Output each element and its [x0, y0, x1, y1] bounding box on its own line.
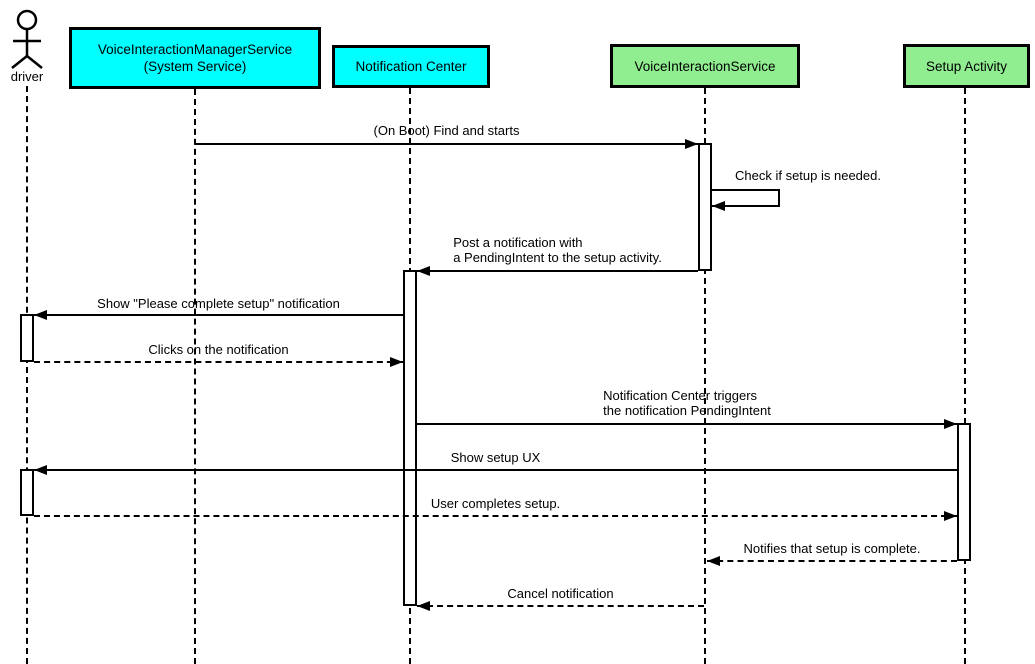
message-2-self-line — [712, 189, 780, 207]
arrowhead-left-icon — [34, 465, 47, 475]
message-1-line — [195, 143, 698, 145]
participant-voiceinteractionservice: VoiceInteractionService — [610, 44, 800, 88]
actor-icon — [11, 9, 43, 69]
activation-voiceinteractionservice — [698, 143, 712, 271]
message-5-label: Clicks on the notification — [148, 342, 289, 357]
lifeline-driver — [26, 86, 28, 664]
actor-driver-label: driver — [10, 69, 44, 84]
participant-label: Setup Activity — [925, 58, 1008, 74]
message-8-label: User completes setup. — [430, 496, 561, 511]
message-6-line — [417, 423, 957, 425]
participant-label: Notification Center — [355, 59, 467, 74]
arrowhead-left-icon — [34, 310, 47, 320]
lifeline-voiceinteractionmanagerservice — [194, 89, 196, 664]
participant-voiceinteractionmanagerservice: VoiceInteractionManagerService (System S… — [69, 27, 321, 89]
participant-label: VoiceInteractionService — [634, 58, 776, 74]
participant-sublabel: (System Service) — [143, 59, 247, 74]
activation-setup-activity — [957, 423, 971, 561]
message-3-label-line2: a PendingIntent to the setup activity. — [453, 250, 662, 265]
arrowhead-left-icon — [707, 556, 720, 566]
message-4-label: Show "Please complete setup" notificatio… — [97, 296, 340, 311]
message-9-line — [707, 560, 957, 562]
activation-driver-2 — [20, 469, 34, 516]
message-2-label: Check if setup is needed. — [735, 168, 881, 183]
message-10-label: Cancel notification — [507, 586, 614, 601]
message-6-label: Notification Center triggers the notific… — [417, 388, 957, 418]
message-6-label-line1: Notification Center triggers — [603, 388, 758, 403]
message-9-label: Notifies that setup is complete. — [743, 541, 921, 556]
message-6-label-line2: the notification PendingIntent — [603, 403, 771, 418]
participant-label: VoiceInteractionManagerService — [97, 42, 293, 57]
arrowhead-right-icon — [390, 357, 403, 367]
message-8-line — [34, 515, 957, 517]
activation-driver-1 — [20, 314, 34, 362]
message-3-label: Post a notification with a PendingIntent… — [417, 235, 698, 265]
lifeline-setup-activity — [964, 88, 966, 664]
arrowhead-right-icon — [944, 419, 957, 429]
lifeline-voiceinteractionservice — [704, 88, 706, 664]
message-5-line — [34, 361, 403, 363]
participant-notification-center: Notification Center — [332, 45, 490, 88]
message-3-line — [417, 270, 698, 272]
arrowhead-left-icon — [712, 201, 725, 211]
arrowhead-left-icon — [417, 266, 430, 276]
message-1-label: (On Boot) Find and starts — [373, 123, 520, 138]
message-7-label: Show setup UX — [450, 450, 541, 465]
activation-notification-center — [403, 270, 417, 606]
message-10-line — [417, 605, 704, 607]
message-7-line — [34, 469, 957, 471]
arrowhead-right-icon — [944, 511, 957, 521]
message-4-line — [34, 314, 403, 316]
participant-setup-activity: Setup Activity — [903, 44, 1030, 88]
message-3-label-line1: Post a notification with — [453, 235, 583, 250]
arrowhead-left-icon — [417, 601, 430, 611]
arrowhead-right-icon — [685, 139, 698, 149]
